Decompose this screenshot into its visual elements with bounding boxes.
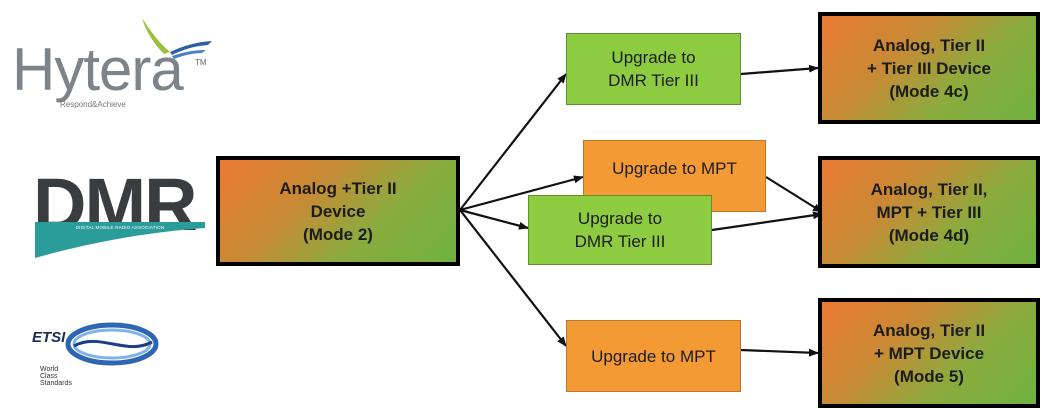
arrow-source-to-upgrade-mpt-bottom <box>459 209 567 347</box>
result-mode-5-label: Analog, Tier II + MPT Device (Mode 5) <box>872 320 986 386</box>
arrow-upgrade-mpt-mid-to-4d <box>765 176 823 213</box>
dmr-swoosh-icon <box>35 222 205 258</box>
upgrade-dmr-tier-iii-top-box: Upgrade to DMR Tier III <box>566 33 741 105</box>
etsi-globe-icon <box>65 322 159 366</box>
upgrade-dmr-tier-iii-mid-box: Upgrade to DMR Tier III <box>528 195 712 265</box>
upgrade-dmr-tier-iii-top-label: Upgrade to DMR Tier III <box>608 48 699 90</box>
arrow-source-to-upgrade-mpt-mid <box>459 175 584 212</box>
arrow-upgrade-mpt-bottom-to-5 <box>740 348 819 357</box>
upgrade-mpt-mid-label: Upgrade to MPT <box>612 159 737 178</box>
etsi-wordmark: ETSI <box>32 329 66 346</box>
result-mode-4c-label: Analog, Tier II + Tier III Device (Mode … <box>867 35 991 101</box>
result-mode-4c-box: Analog, Tier II + Tier III Device (Mode … <box>818 12 1040 124</box>
upgrade-mpt-bottom-box: Upgrade to MPT <box>566 320 741 392</box>
hytera-wing-icon <box>142 18 212 59</box>
arrow-source-to-upgrade-dmr-mid <box>459 208 529 230</box>
hytera-wordmark: Hytera <box>12 36 184 103</box>
hytera-trademark: TM <box>195 58 207 67</box>
upgrade-mpt-bottom-label: Upgrade to MPT <box>591 346 716 366</box>
arrow-upgrade-top-to-4c <box>740 64 819 76</box>
hytera-tagline: Respond&Achieve <box>60 100 126 109</box>
result-mode-5-box: Analog, Tier II + MPT Device (Mode 5) <box>818 298 1040 408</box>
arrow-upgrade-dmr-mid-to-4d <box>711 211 823 232</box>
dmr-subtitle: DIGITAL MOBILE RADIO ASSOCIATION <box>75 225 165 230</box>
result-mode-4d-label: Analog, Tier II, MPT + Tier III (Mode 4d… <box>870 179 988 245</box>
upgrade-dmr-tier-iii-mid-label: Upgrade to DMR Tier III <box>574 209 666 251</box>
source-device-box: Analog +Tier II Device (Mode 2) <box>216 156 460 266</box>
source-device-label: Analog +Tier II Device (Mode 2) <box>279 178 397 244</box>
etsi-tagline: World Class Standards <box>40 366 72 387</box>
result-mode-4d-box: Analog, Tier II, MPT + Tier III (Mode 4d… <box>818 156 1040 268</box>
arrow-source-to-upgrade-top <box>459 73 567 211</box>
